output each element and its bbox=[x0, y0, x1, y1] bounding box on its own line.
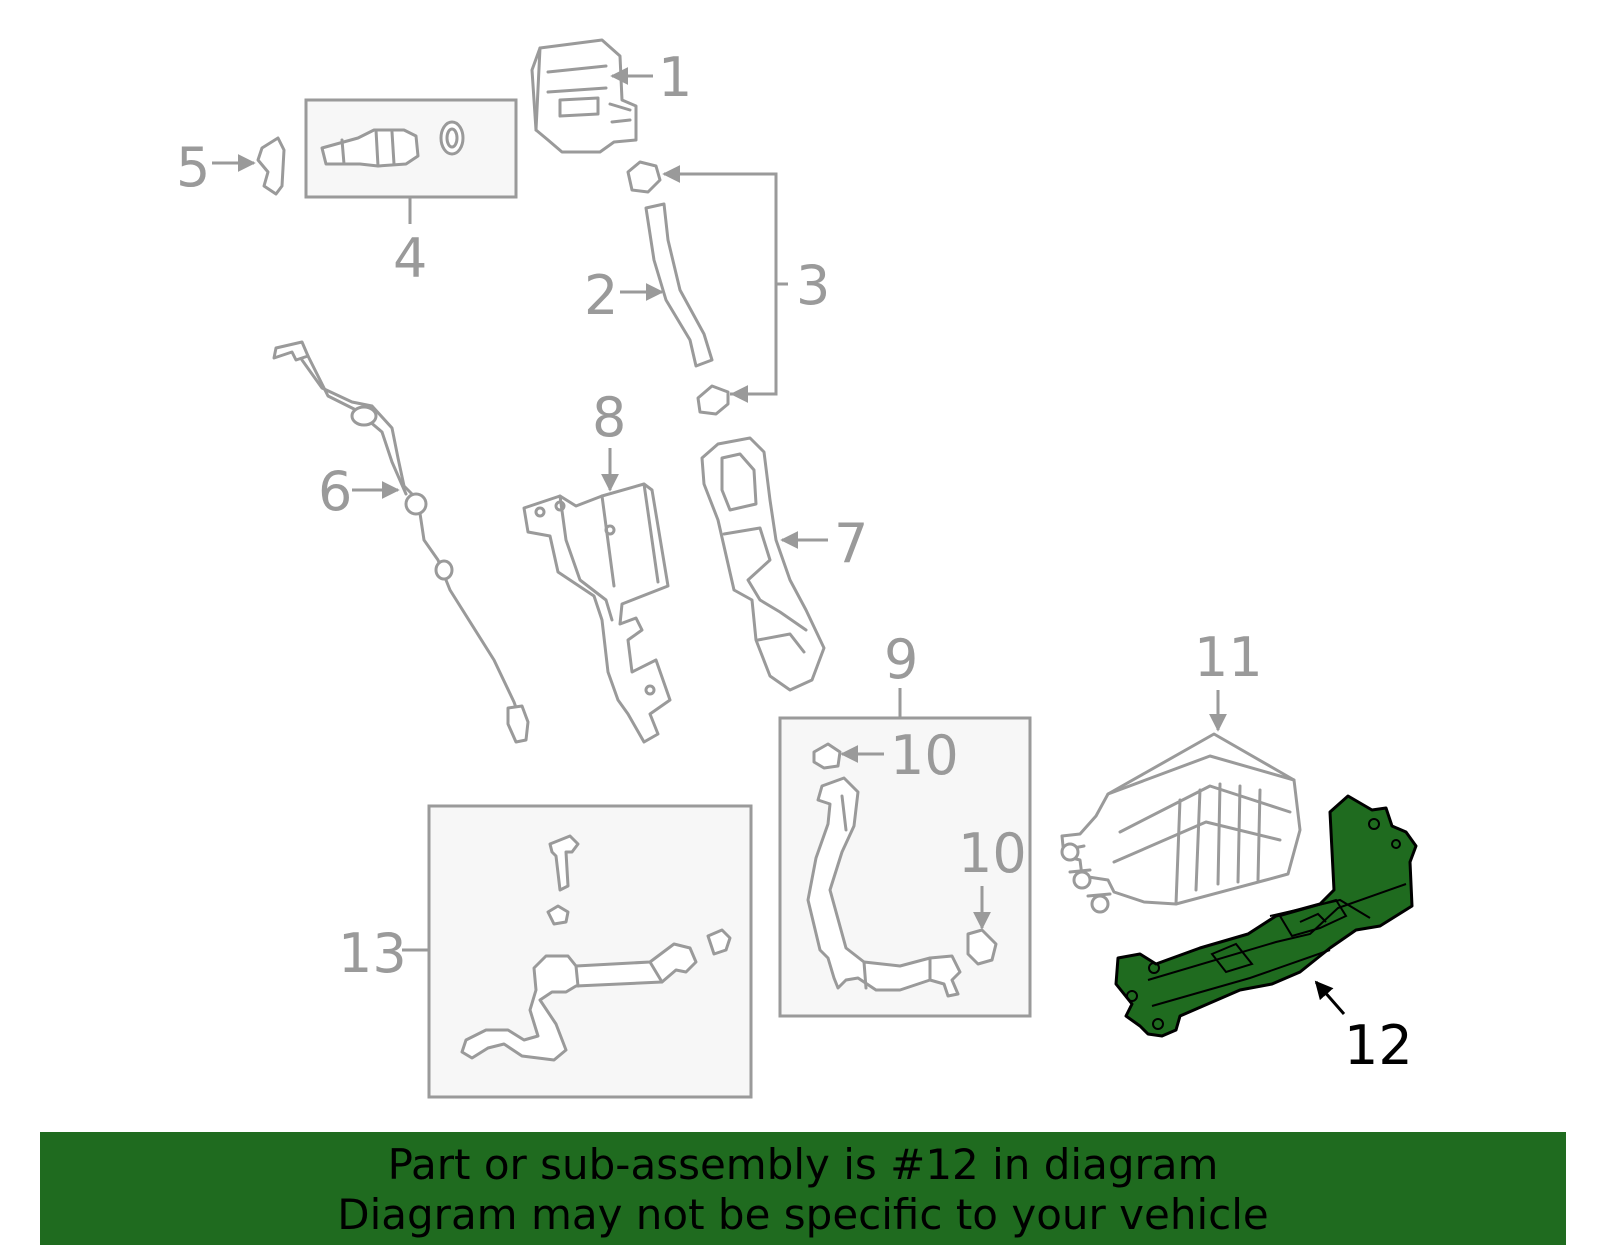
part-12-canister-bracket[interactable] bbox=[1114, 794, 1418, 1038]
part-7-shield[interactable] bbox=[700, 436, 826, 692]
svg-text:8: 8 bbox=[592, 386, 626, 449]
banner-line-1: Part or sub-assembly is #12 in diagram bbox=[387, 1140, 1219, 1189]
part-1-module[interactable] bbox=[530, 38, 638, 154]
callout-11: 11 bbox=[1194, 626, 1263, 732]
part-9-pipe-assembly[interactable] bbox=[778, 688, 1032, 1018]
banner-line-2: Diagram may not be specific to your vehi… bbox=[337, 1190, 1269, 1239]
svg-text:1: 1 bbox=[658, 46, 692, 109]
callout-5: 5 bbox=[176, 136, 256, 199]
svg-text:6: 6 bbox=[318, 460, 352, 523]
callout-12: 12 bbox=[1314, 980, 1413, 1077]
part-6-harness[interactable] bbox=[272, 340, 530, 744]
svg-text:7: 7 bbox=[834, 512, 868, 575]
part-4-sensor-kit[interactable] bbox=[304, 98, 518, 224]
svg-text:10: 10 bbox=[890, 724, 959, 787]
part-8-bracket[interactable] bbox=[522, 482, 672, 744]
svg-text:13: 13 bbox=[338, 922, 407, 985]
svg-text:9: 9 bbox=[884, 628, 918, 691]
callout-3: 3 bbox=[662, 165, 830, 403]
callout-13: 13 bbox=[338, 922, 429, 985]
svg-text:12: 12 bbox=[1344, 1014, 1413, 1077]
callout-7: 7 bbox=[780, 512, 868, 575]
part-2-hose[interactable] bbox=[644, 202, 714, 368]
svg-text:10: 10 bbox=[958, 822, 1027, 885]
callout-2: 2 bbox=[584, 264, 664, 327]
callout-1: 1 bbox=[610, 46, 692, 109]
part-3-clamps[interactable] bbox=[626, 160, 730, 416]
svg-text:5: 5 bbox=[176, 136, 210, 199]
callout-10b: 10 bbox=[958, 822, 1027, 930]
callout-8: 8 bbox=[592, 386, 626, 492]
svg-text:11: 11 bbox=[1194, 626, 1263, 689]
svg-text:4: 4 bbox=[393, 227, 427, 290]
callout-4: 4 bbox=[393, 227, 427, 290]
part-13-hose-assembly[interactable] bbox=[427, 804, 753, 1099]
svg-text:2: 2 bbox=[584, 264, 618, 327]
part-5-clip[interactable] bbox=[256, 136, 286, 196]
callout-9: 9 bbox=[884, 628, 918, 691]
info-banner: Part or sub-assembly is #12 in diagram D… bbox=[40, 1132, 1566, 1245]
callout-6: 6 bbox=[318, 460, 400, 523]
svg-text:3: 3 bbox=[796, 254, 830, 317]
callout-10a: 10 bbox=[840, 724, 959, 787]
part-11-canister[interactable] bbox=[1060, 732, 1302, 914]
